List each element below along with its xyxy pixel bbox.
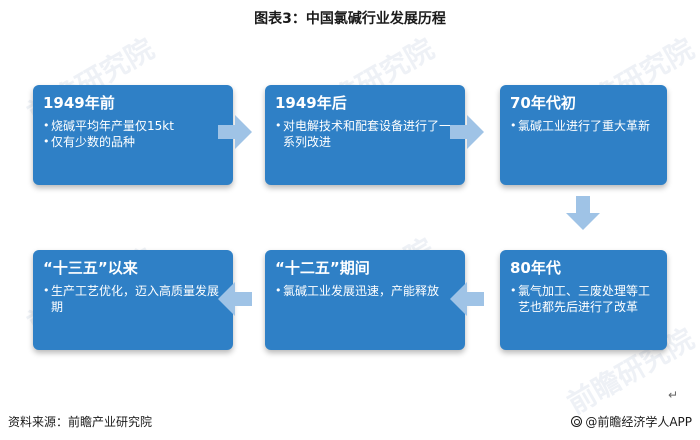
stage-item: • 仅有少数的品种 [43,134,223,150]
stage-box-70s: 70年代初 • 氯碱工业进行了重大革新 [500,85,667,185]
arrow-left-icon [218,282,252,316]
return-mark: ↵ [668,388,679,402]
stage-period: 80年代 [510,259,561,277]
brand-credit: @前瞻经济学人APP [571,413,692,430]
stage-item-text: 生产工艺优化，迈入高质量发展期 [51,284,220,314]
stage-period: 1949年前 [43,94,115,112]
brand-credit-text: @前瞻经济学人APP [585,415,692,429]
stage-item: • 生产工艺优化，迈入高质量发展期 [43,283,223,315]
source-note: 资料来源：前瞻产业研究院 [8,415,153,429]
stage-period: 70年代初 [510,94,576,112]
arrow-down-icon [566,196,600,230]
stage-box-12th-fyp: “十二五”期间 • 氯碱工业发展迅速，产能释放 [265,250,465,350]
stage-item-text: 氯碱工业进行了重大革新 [518,119,651,133]
stage-period: “十三五”以来 [43,259,138,277]
stage-item: • 对电解技术和配套设备进行了一系列改进 [275,118,455,150]
stage-item-text: 氯碱工业发展迅速，产能释放 [283,284,440,298]
stage-period: “十二五”期间 [275,259,370,277]
stage-box-1949-before: 1949年前 • 烧碱平均年产量仅15kt • 仅有少数的品种 [33,85,233,185]
stage-box-80s: 80年代 • 氯气加工、三废处理等工艺也都先后进行了改革 [500,250,667,350]
arrow-right-icon [450,115,484,149]
bullet-icon: • [275,119,282,132]
brand-logo-icon [571,416,583,427]
stage-period: 1949年后 [275,94,347,112]
stage-item: • 烧碱平均年产量仅15kt [43,118,223,134]
stage-box-1949-after: 1949年后 • 对电解技术和配套设备进行了一系列改进 [265,85,465,185]
bullet-icon: • [43,119,50,132]
stage-item-text: 烧碱平均年产量仅15kt [51,119,174,133]
bullet-icon: • [43,135,50,148]
bullet-icon: • [510,284,517,297]
stage-item: • 氯气加工、三废处理等工艺也都先后进行了改革 [510,283,657,315]
bullet-icon: • [510,119,517,132]
stage-item: • 氯碱工业进行了重大革新 [510,118,657,134]
stage-item-text: 氯气加工、三废处理等工艺也都先后进行了改革 [518,284,651,314]
arrow-left-icon [450,282,484,316]
stage-box-13th-fyp: “十三五”以来 • 生产工艺优化，迈入高质量发展期 [33,250,233,350]
stage-item-text: 仅有少数的品种 [51,135,136,149]
bullet-icon: • [43,284,50,297]
arrow-right-icon [218,115,252,149]
bullet-icon: • [275,284,282,297]
stage-item-text: 对电解技术和配套设备进行了一系列改进 [283,119,452,149]
page-title: 图表3：中国氯碱行业发展历程 [254,11,446,27]
stage-item: • 氯碱工业发展迅速，产能释放 [275,283,455,299]
